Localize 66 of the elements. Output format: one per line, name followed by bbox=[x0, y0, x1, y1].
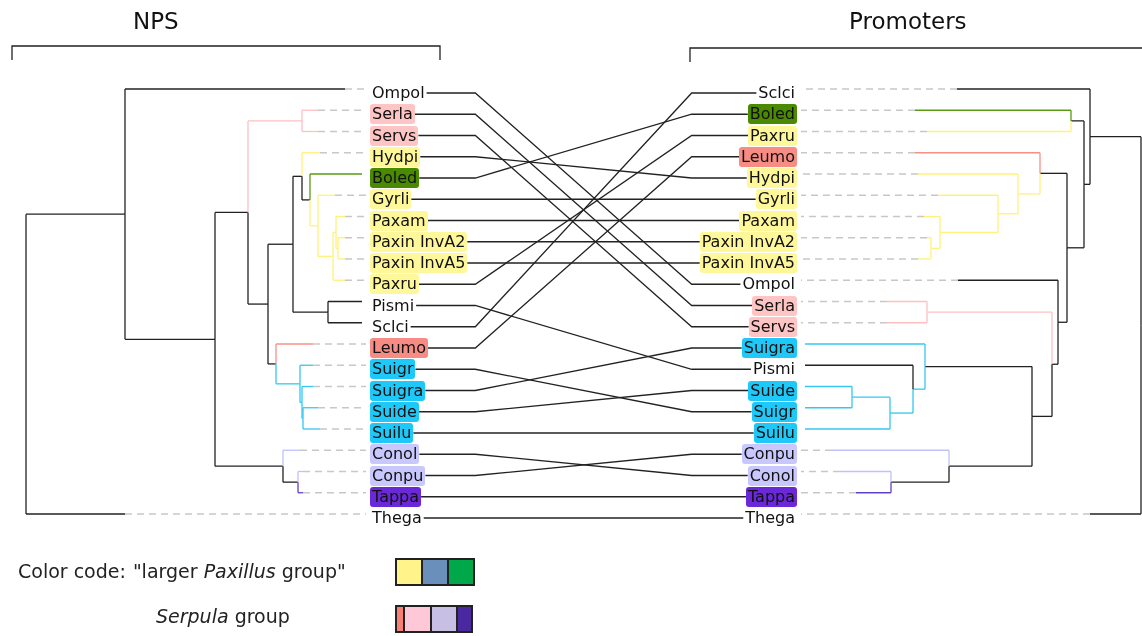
connector-line bbox=[418, 389, 749, 413]
taxon-label: Sclci bbox=[370, 316, 411, 337]
taxon-label: Paxin InvA2 bbox=[699, 231, 797, 252]
connector-line bbox=[418, 113, 749, 179]
connector-line bbox=[410, 198, 757, 200]
taxon-label: Tappa bbox=[745, 486, 797, 507]
legend-caption: Color code: bbox=[18, 560, 126, 582]
taxon-label: Suigra bbox=[741, 338, 797, 358]
connector-line bbox=[418, 134, 749, 285]
connector-line bbox=[425, 92, 742, 285]
connector-line bbox=[424, 347, 743, 392]
taxon-label: Paxru bbox=[748, 125, 797, 146]
taxon-label: Paxin InvA2 bbox=[370, 231, 468, 252]
taxon-label: Gyrli bbox=[370, 189, 412, 210]
taxon-label: Boled bbox=[370, 168, 420, 188]
taxon-label: Boled bbox=[747, 104, 797, 125]
connector-line bbox=[420, 496, 747, 498]
connector-line bbox=[426, 219, 741, 222]
connector-line bbox=[417, 134, 750, 328]
taxon-label: Conpu bbox=[370, 465, 426, 486]
taxon-label: Leumo bbox=[739, 146, 797, 167]
taxon-label: Hydpi bbox=[370, 146, 421, 167]
taxon-label: Thega bbox=[743, 508, 797, 528]
taxon-label: Suide bbox=[370, 401, 419, 422]
taxon-label: Serla bbox=[752, 295, 797, 316]
taxon-label: Hydpi bbox=[746, 168, 797, 188]
taxon-label: Servs bbox=[748, 316, 797, 337]
connector-line bbox=[423, 517, 744, 519]
connector-line bbox=[412, 432, 755, 434]
taxon-label: Paxin InvA5 bbox=[370, 253, 468, 273]
taxon-label: Ompol bbox=[740, 274, 797, 295]
taxon-label: Servs bbox=[370, 125, 419, 146]
taxon-label: Conpu bbox=[741, 444, 797, 465]
taxon-label: Pismi bbox=[370, 295, 417, 316]
connector-line bbox=[414, 368, 753, 413]
taxon-label: Paxru bbox=[370, 274, 419, 295]
column-heading: Promoters bbox=[849, 8, 967, 34]
taxon-label: Pismi bbox=[750, 359, 797, 380]
taxon-label: Suigr bbox=[751, 401, 797, 422]
taxon-label: Gyrli bbox=[755, 189, 797, 210]
taxon-label: Paxam bbox=[739, 210, 797, 231]
taxon-label: Paxin InvA5 bbox=[699, 253, 797, 273]
connector-line bbox=[415, 304, 752, 370]
taxon-label: Ompol bbox=[370, 83, 427, 103]
connector-line bbox=[427, 156, 740, 349]
taxon-label: Suilu bbox=[753, 423, 797, 443]
taxon-label: Suigra bbox=[370, 380, 426, 401]
taxon-label: Sclci bbox=[756, 83, 797, 103]
taxon-label: Tappa bbox=[370, 486, 422, 507]
legend-label: "larger Paxillus group" bbox=[132, 560, 346, 582]
taxon-label: Conol bbox=[370, 444, 420, 465]
connector-line bbox=[410, 92, 757, 328]
taxon-label: Serla bbox=[370, 104, 415, 125]
connector-line bbox=[466, 241, 701, 243]
connector-line bbox=[466, 262, 701, 264]
taxon-label: Leumo bbox=[370, 338, 428, 358]
taxon-label: Suide bbox=[748, 380, 797, 401]
connector-line bbox=[414, 113, 753, 307]
connector-line bbox=[419, 156, 748, 179]
taxon-label: Thega bbox=[370, 508, 424, 528]
taxon-label: Suilu bbox=[370, 423, 414, 443]
taxon-label: Conol bbox=[747, 465, 797, 486]
legend-label: Serpula group bbox=[156, 605, 290, 627]
taxon-label: Paxam bbox=[370, 210, 428, 231]
column-heading: NPS bbox=[133, 8, 179, 34]
taxon-label: Suigr bbox=[370, 359, 416, 380]
